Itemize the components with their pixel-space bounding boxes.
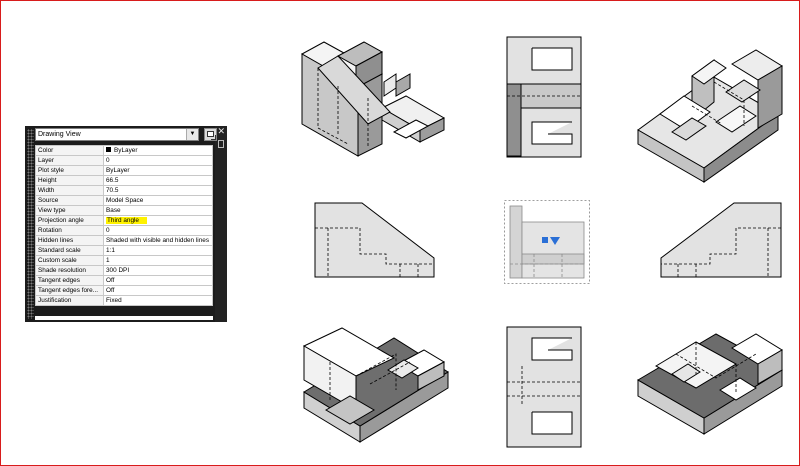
property-value[interactable]: Base (103, 205, 213, 216)
property-name: Projection angle (35, 215, 104, 226)
property-name: Shade resolution (35, 265, 104, 276)
property-row[interactable]: Color ByLayer (35, 145, 213, 156)
property-value[interactable]: 1:1 (103, 245, 213, 256)
property-name: Justification (35, 295, 104, 306)
property-value[interactable]: 70.5 (103, 185, 213, 196)
palette-bottom-strip (35, 316, 213, 320)
property-name: Tangent edges fore... (35, 285, 104, 296)
property-value-text: 1 (106, 257, 110, 264)
move-grip-icon[interactable] (542, 237, 548, 243)
property-name: Height (35, 175, 104, 186)
lookup-grip-icon[interactable] (550, 237, 560, 245)
front-view-selected[interactable] (504, 200, 590, 284)
color-swatch-icon (106, 146, 111, 152)
isometric-view-bottom-right-drawing (637, 333, 783, 435)
right-side-view[interactable] (660, 202, 782, 278)
bottom-view[interactable] (506, 326, 582, 448)
property-value[interactable]: Fixed (103, 295, 213, 306)
property-name: Hidden lines (35, 235, 104, 246)
isometric-view-bottom-left-drawing (302, 327, 449, 443)
object-type-value: Drawing View (38, 131, 81, 138)
top-view[interactable] (506, 36, 582, 158)
property-row[interactable]: Tangent edges fore...Off (35, 285, 213, 296)
object-type-dropdown[interactable]: Drawing View ▼ (35, 128, 199, 141)
property-value-text: ByLayer (106, 167, 130, 174)
chevron-down-icon[interactable]: ▼ (186, 129, 198, 140)
property-value[interactable]: 1 (103, 255, 213, 266)
property-name: Standard scale (35, 245, 104, 256)
property-value[interactable]: 300 DPI (103, 265, 213, 276)
property-value[interactable]: ByLayer (103, 145, 213, 156)
right-side-view-drawing (660, 202, 782, 278)
property-value[interactable]: 66.5 (103, 175, 213, 186)
property-value[interactable]: 0 (103, 155, 213, 166)
property-value-text: 70.5 (106, 187, 119, 194)
isometric-view-top-left[interactable] (298, 38, 446, 160)
property-name: Plot style (35, 165, 104, 176)
palette-titlebar[interactable]: ✕ (215, 126, 227, 322)
property-value-text: 0 (106, 157, 110, 164)
property-value[interactable]: ByLayer (103, 165, 213, 176)
top-view-drawing (506, 36, 582, 158)
property-value-text: 66.5 (106, 177, 119, 184)
isometric-view-bottom-right[interactable] (636, 330, 784, 438)
isometric-view-top-right-drawing (637, 49, 783, 183)
property-value[interactable]: Off (103, 285, 213, 296)
property-name: Custom scale (35, 255, 104, 266)
property-value[interactable]: 0 (103, 225, 213, 236)
property-value-text: Fixed (106, 297, 122, 304)
property-name: Width (35, 185, 104, 196)
isometric-view-top-left-drawing (300, 41, 446, 157)
property-name: Layer (35, 155, 104, 166)
property-value[interactable]: Third angle (103, 215, 213, 226)
left-side-view[interactable] (314, 202, 436, 278)
property-value-text: 1:1 (106, 247, 115, 254)
property-value[interactable]: Model Space (103, 195, 213, 206)
property-value[interactable]: Shaded with visible and hidden lines (103, 235, 213, 246)
property-name: Source (35, 195, 104, 206)
property-name: Tangent edges (35, 275, 104, 286)
property-value-text: Off (106, 287, 115, 294)
property-value-text: ByLayer (114, 147, 138, 154)
property-value-text: Off (106, 277, 115, 284)
front-view-drawing (504, 200, 590, 284)
close-icon[interactable]: ✕ (217, 127, 225, 137)
property-value-text: Base (106, 207, 121, 214)
auto-hide-icon[interactable] (218, 140, 224, 148)
bottom-view-drawing (506, 326, 582, 448)
property-value-text: 0 (106, 227, 110, 234)
property-value-text: 300 DPI (106, 267, 130, 274)
property-value-text: Model Space (106, 197, 144, 204)
left-side-view-drawing (314, 202, 435, 278)
property-value-text: Third angle (106, 217, 147, 224)
property-value[interactable]: Off (103, 275, 213, 286)
property-name: View type (35, 205, 104, 216)
property-name: Rotation (35, 225, 104, 236)
isometric-view-top-right[interactable] (632, 36, 783, 183)
property-name: Color (35, 145, 104, 156)
isometric-view-bottom-left[interactable] (300, 324, 450, 444)
property-value-text: Shaded with visible and hidden lines (106, 237, 210, 244)
palette-grip-handle[interactable] (27, 129, 34, 319)
quick-select-icon[interactable] (204, 128, 217, 141)
